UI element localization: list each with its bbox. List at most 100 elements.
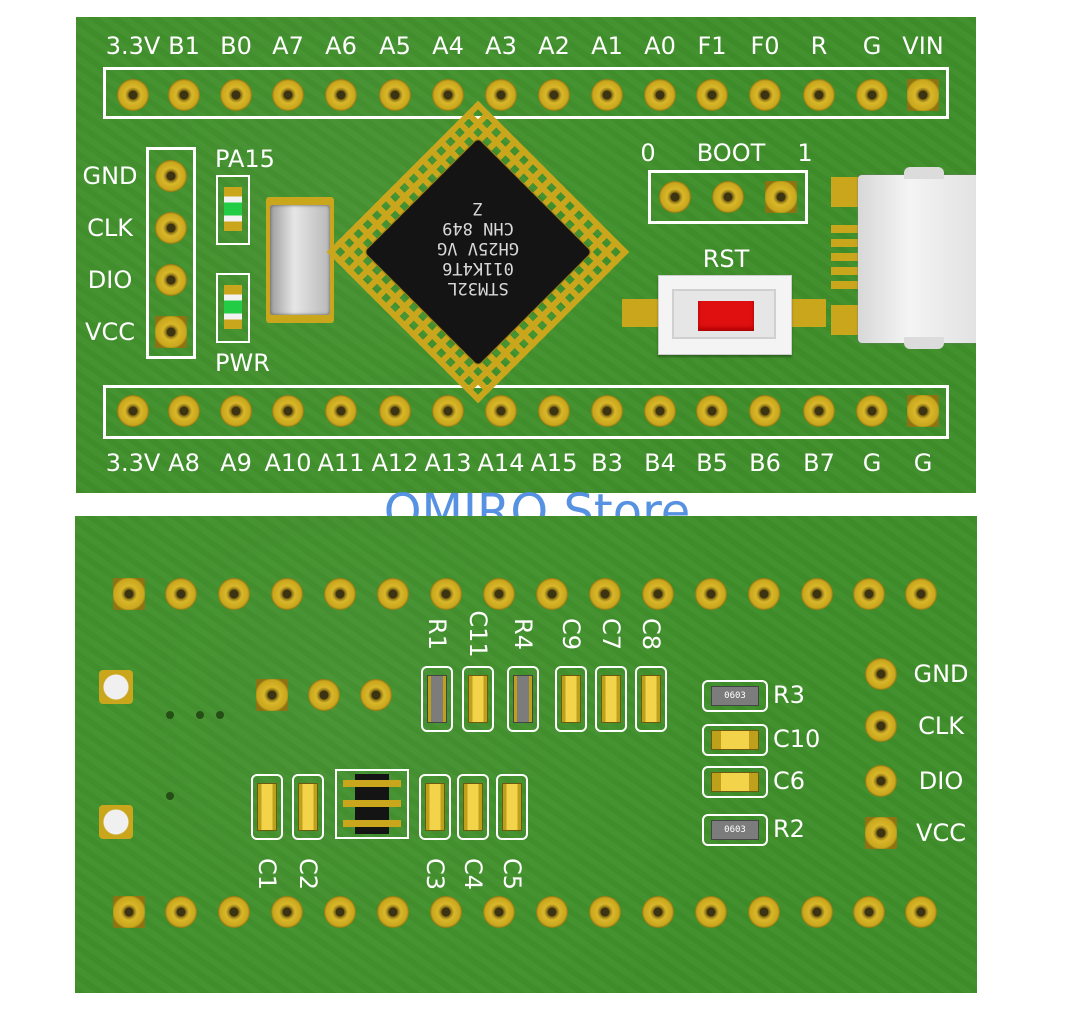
bottom-top-row-pad [642,578,674,610]
bottom-bottom-row-pad [748,896,780,928]
top-header-pad [803,79,835,111]
bottom-top-row-pad [271,578,303,610]
swd-header-outline [146,147,196,359]
bottom-header-pad [432,395,464,427]
bottom-top-row-pad [801,578,833,610]
swd-label-bottom: DIO [918,767,964,795]
via-3 [196,711,204,719]
pwr-led-outline [216,273,250,343]
r3-code: 0603 [724,691,746,701]
r2-code: 0603 [724,825,746,835]
bottom-header-label: G [913,449,933,477]
reset-button-body[interactable] [658,275,792,355]
via-2 [166,792,174,800]
r3-label: R3 [773,681,805,709]
via-4 [216,711,224,719]
bottom-top-row-pad [218,578,250,610]
top-header-pad [538,79,570,111]
bottom-top-row-pad [377,578,409,610]
usb-shell-tab [904,337,944,349]
top-header-pad [907,79,939,111]
bottom-header-label: G [862,449,882,477]
swd-pad-bottom [865,710,897,742]
bottom-header-pad [325,395,357,427]
rst-label: RST [702,245,750,273]
swd-pad-bottom [865,658,897,690]
c10-part [711,730,759,750]
chip-text: STM32L 011K4T6 GH25V VG CHN 849 Z [398,172,558,332]
chip-line-5: Z [472,198,484,218]
c6-outline [702,766,768,798]
bottom-bottom-row-pad [853,896,885,928]
c4-label: C4 [459,857,487,891]
bottom-bottom-row-pad [801,896,833,928]
bottom-header-pad [485,395,517,427]
top-header-label: 3.3V [105,32,161,60]
c7-part [601,675,621,723]
boot-pad-0 [659,181,691,213]
c8-outline [635,666,667,732]
top-header-pad [644,79,676,111]
top-header-pad [856,79,888,111]
c6-part [711,772,759,792]
bottom-bottom-row-pad [430,896,462,928]
boot-one-label: 1 [797,139,813,167]
c1-label: C1 [253,857,281,891]
top-header-label: A6 [325,32,357,60]
swd-label-top: DIO [87,266,133,294]
boot-header-outline [648,170,808,224]
ic-pins [343,780,401,828]
bottom-header-pad [220,395,252,427]
swd-pad-top [155,160,187,192]
boot-zero-label: 0 [640,139,656,167]
aux-pad-2 [308,679,340,711]
r4-outline [507,666,539,732]
c2-outline [292,774,324,840]
bottom-header-pad [538,395,570,427]
bottom-header-label: B6 [749,449,781,477]
bottom-bottom-row-pad [483,896,515,928]
top-header-label: A3 [485,32,517,60]
reset-button-cap[interactable] [698,301,754,331]
bottom-header-label: B3 [591,449,623,477]
pa15-label: PA15 [215,145,275,173]
bottom-top-row-pad [589,578,621,610]
top-header-pad [432,79,464,111]
bottom-bottom-row-pad [589,896,621,928]
bottom-top-row-pad [483,578,515,610]
c1-part [257,783,277,831]
top-header-pad [272,79,304,111]
bottom-header-label: A11 [317,449,365,477]
bottom-header-pad [168,395,200,427]
chip-line-3: GH25V VG [437,238,519,258]
pwr-led [224,285,242,329]
bottom-header-pad [644,395,676,427]
c9-outline [555,666,587,732]
c10-outline [702,724,768,756]
bottom-header-pad [591,395,623,427]
swd-label-top: CLK [87,214,133,242]
bottom-top-row-pad [853,578,885,610]
swd-label-bottom: VCC [916,819,966,847]
bottom-header-label: A12 [371,449,419,477]
bottom-header-pad [117,395,149,427]
aux-pad-3 [360,679,392,711]
top-header-label: R [810,32,828,60]
usb-signal-pins [831,225,861,289]
boot-label: BOOT [696,139,766,167]
usb-pad-top [831,177,863,207]
usb-shell-tab-top [904,167,944,179]
via-1 [166,711,174,719]
top-header-label: A0 [644,32,676,60]
c4-outline [457,774,489,840]
top-header-pad [749,79,781,111]
bottom-top-row-pad [324,578,356,610]
bottom-header-label: A14 [477,449,525,477]
bottom-bottom-row-pad [324,896,356,928]
r4-label: R4 [509,618,537,650]
bottom-header-pad [749,395,781,427]
top-header-label: F1 [697,32,727,60]
top-header-label: A2 [538,32,570,60]
top-header-pad [117,79,149,111]
